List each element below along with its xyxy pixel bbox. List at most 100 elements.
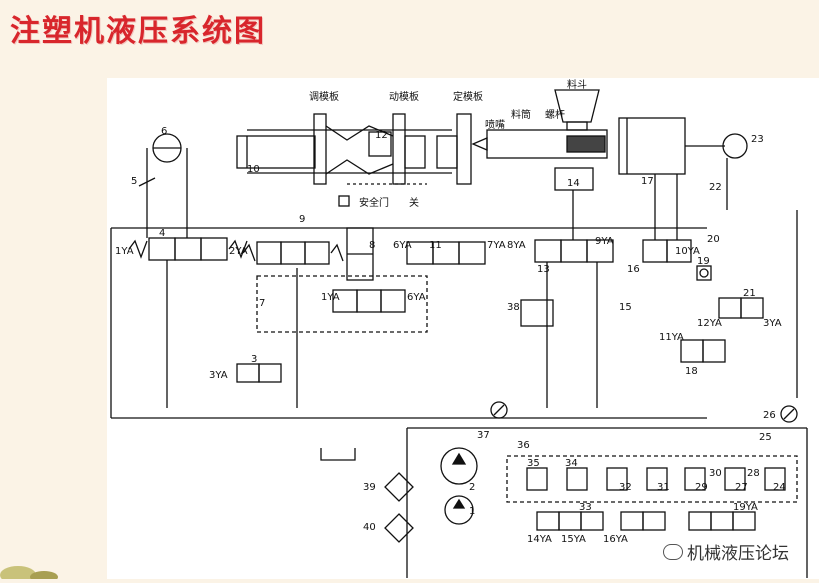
comp-24: 24 xyxy=(773,482,786,493)
comp-1: 1 xyxy=(469,506,475,517)
solenoid-6YA-pilot: 6YA xyxy=(407,292,426,303)
comp-16: 16 xyxy=(627,264,640,275)
comp-10: 10 xyxy=(247,164,260,175)
label-close: 关 xyxy=(409,196,419,209)
comp-13: 13 xyxy=(537,264,550,275)
comp-30: 30 xyxy=(709,468,722,479)
gauge-26 xyxy=(780,405,798,423)
solenoid-2YA: 2YA xyxy=(229,246,248,257)
solenoid-3YA: 3YA xyxy=(209,370,228,381)
watermark-text: 机械液压论坛 xyxy=(687,544,789,564)
comp-25: 25 xyxy=(759,432,772,443)
valve-4-right xyxy=(200,237,228,261)
comp-19: 19 xyxy=(697,256,710,267)
solenoid-16YA: 16YA xyxy=(603,534,628,545)
filter-39 xyxy=(384,472,414,502)
comp-33: 33 xyxy=(579,502,592,513)
pilot-group xyxy=(256,275,428,333)
solenoid-13YA: 3YA xyxy=(763,318,782,329)
solenoid-6YA: 6YA xyxy=(393,240,412,251)
hopper-neck xyxy=(566,121,588,131)
label-hopper: 料斗 xyxy=(567,78,587,91)
injection-cylinder xyxy=(618,117,686,175)
comp-5: 5 xyxy=(131,176,137,187)
comp-22: 22 xyxy=(709,182,722,193)
solenoid-14YA: 14YA xyxy=(527,534,552,545)
solenoid-1YA-pilot: 1YA xyxy=(321,292,340,303)
solenoid-12YA: 12YA xyxy=(697,318,722,329)
solenoid-1YA: 1YA xyxy=(115,246,134,257)
adjusting-plate xyxy=(313,113,327,185)
tank xyxy=(320,448,356,461)
comp-11: 11 xyxy=(429,240,442,251)
hydraulic-motor xyxy=(722,133,748,159)
label-nozzle: 喷嘴 xyxy=(485,119,505,131)
valve-4-left xyxy=(148,237,176,261)
valve-38 xyxy=(520,299,554,327)
diagram-sheet: 调模板 动模板 定模板 料斗 料筒 螺杆 喷嘴 安全门 关 1YA 2YA 3Y… xyxy=(107,78,819,579)
variable-pump xyxy=(440,447,478,485)
solenoid-15YA: 15YA xyxy=(561,534,586,545)
fixed-plate xyxy=(456,113,472,185)
label-barrel: 料筒 xyxy=(511,108,531,121)
solenoid-7YA: 7YA xyxy=(487,240,506,251)
comp-37: 37 xyxy=(477,430,490,441)
comp-6: 6 xyxy=(161,126,167,137)
comp-29: 29 xyxy=(695,482,708,493)
fixed-mold xyxy=(436,135,458,169)
comp-40: 40 xyxy=(363,522,376,533)
solenoid-9YA: 9YA xyxy=(595,236,614,247)
hopper xyxy=(554,89,600,123)
comp-7: 7 xyxy=(259,298,265,309)
comp-34: 34 xyxy=(565,458,578,469)
comp-35: 35 xyxy=(527,458,540,469)
comp-3: 3 xyxy=(251,354,257,365)
comp-2: 2 xyxy=(469,482,475,493)
comp-28: 28 xyxy=(747,468,760,479)
solenoid-8YA: 8YA xyxy=(507,240,526,251)
comp-32: 32 xyxy=(619,482,632,493)
solenoid-19YA: 19YA xyxy=(733,502,758,513)
cooler-40 xyxy=(384,513,414,543)
comp-36: 36 xyxy=(517,440,530,451)
label-safety-door: 安全门 xyxy=(359,196,389,209)
comp-12: 12 xyxy=(375,130,388,141)
comp-20: 20 xyxy=(707,234,720,245)
comp-9: 9 xyxy=(299,214,305,225)
ejector-cylinder xyxy=(368,131,392,157)
comp-27: 27 xyxy=(735,482,748,493)
comp-18: 18 xyxy=(685,366,698,377)
comp-17: 17 xyxy=(641,176,654,187)
comp-8: 8 xyxy=(369,240,375,251)
label-moving-plate: 动模板 xyxy=(389,90,419,103)
solenoid-10YA: 10YA xyxy=(675,246,700,257)
clamp-cylinder xyxy=(236,135,316,169)
watermark: 机械液压论坛 xyxy=(659,538,793,565)
corner-decoration-icon xyxy=(0,566,58,579)
carriage-cylinder xyxy=(554,167,594,191)
label-fixed-plate: 定模板 xyxy=(453,90,483,103)
chat-bubble-icon xyxy=(663,543,683,560)
valve-4-center xyxy=(174,237,202,261)
gauge-37 xyxy=(490,401,508,419)
toggle-lower xyxy=(325,159,394,175)
label-screw: 螺杆 xyxy=(545,109,565,121)
comp-26: 26 xyxy=(763,410,776,421)
comp-4: 4 xyxy=(159,228,165,239)
moving-mold xyxy=(404,135,426,169)
fixed-pump xyxy=(444,495,474,525)
comp-38: 38 xyxy=(507,302,520,313)
solenoid-11YA: 11YA xyxy=(659,332,684,343)
comp-14: 14 xyxy=(567,178,580,189)
label-adjusting-plate: 调模板 xyxy=(309,90,339,103)
comp-23: 23 xyxy=(751,134,764,145)
comp-15: 15 xyxy=(619,302,632,313)
toggle-upper xyxy=(325,125,394,141)
page-title: 注塑机液压系统图 xyxy=(10,14,266,49)
screw xyxy=(566,135,606,153)
comp-21: 21 xyxy=(743,288,756,299)
nozzle xyxy=(471,137,488,151)
comp-31: 31 xyxy=(657,482,670,493)
comp-39: 39 xyxy=(363,482,376,493)
pressure-valve-bank xyxy=(506,455,798,503)
